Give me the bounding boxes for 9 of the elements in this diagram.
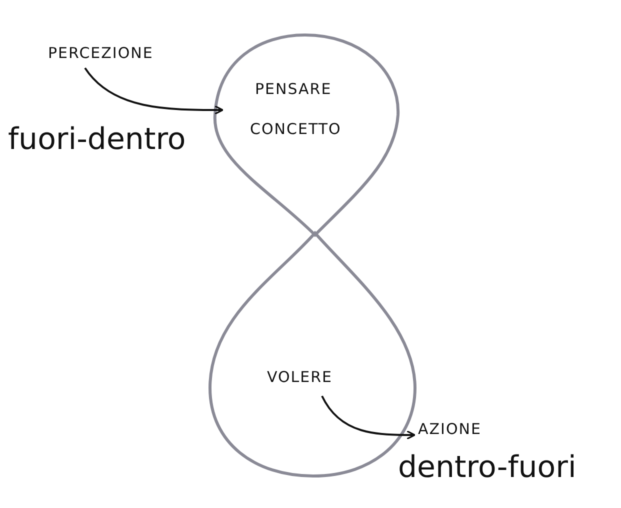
arrow [321, 396, 416, 440]
concept-text: AZIONE [418, 420, 482, 438]
concept-text: PERCEZIONE [48, 44, 154, 62]
concept-text: CONCETTO [250, 120, 342, 138]
annotation-text: dentro-fuori [398, 450, 576, 485]
annotation-text: fuori-dentro [8, 122, 186, 157]
concept-text: VOLERE [267, 368, 333, 386]
arrow [84, 67, 224, 115]
concept-text: PENSARE [255, 80, 332, 98]
